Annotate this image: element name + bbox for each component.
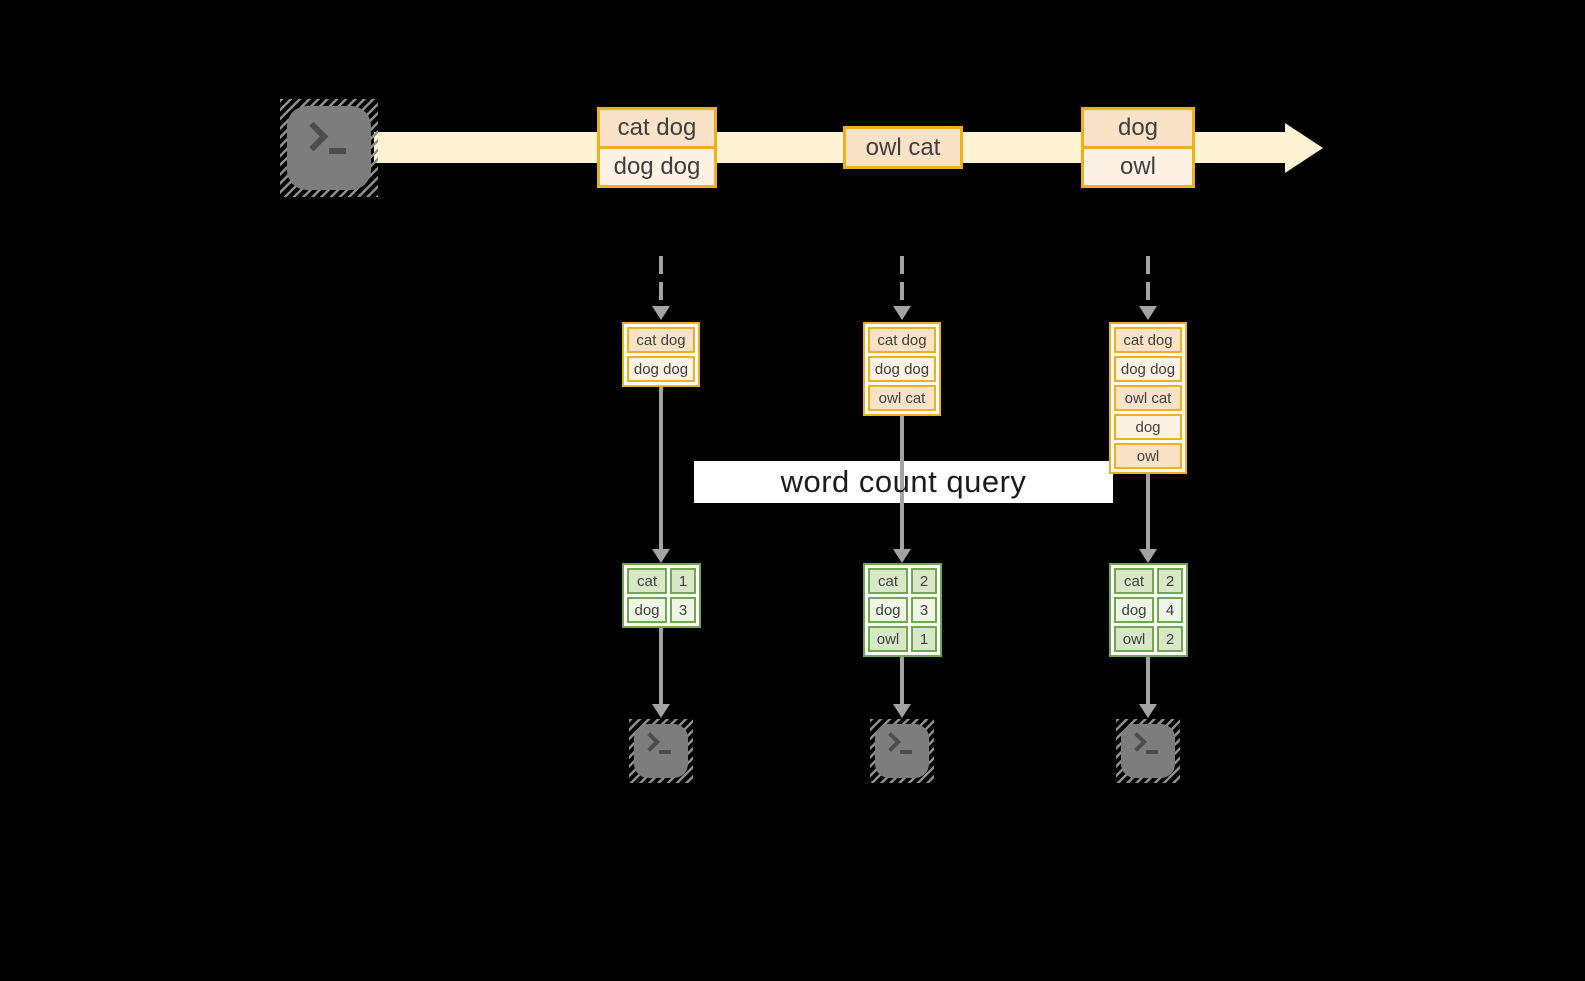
prompt-cursor-icon	[329, 148, 346, 154]
dashed-arrow	[652, 256, 670, 320]
word-cell: cat	[868, 568, 908, 594]
flow-arrow	[652, 387, 670, 563]
count-cell: 4	[1157, 597, 1183, 623]
prompt-chevron-icon	[640, 732, 660, 752]
flow-arrow	[1139, 657, 1157, 718]
count-table: cat 2 dog 3 owl 1	[863, 563, 942, 657]
count-cell: 2	[911, 568, 937, 594]
record-row: owl cat	[846, 129, 960, 166]
count-table: cat 1 dog 3	[622, 563, 701, 628]
flow-arrow	[893, 416, 911, 563]
count-table: cat 2 dog 4 owl 2	[1109, 563, 1188, 657]
stack-row: owl cat	[868, 385, 936, 411]
stack-row: dog	[1114, 414, 1182, 440]
table-row: owl 2	[1114, 626, 1183, 652]
stream-arrowhead-icon	[1285, 123, 1323, 173]
prompt-chevron-icon	[881, 732, 901, 752]
table-row: cat 2	[1114, 568, 1183, 594]
flow-arrow	[652, 628, 670, 718]
terminal-sink-icon	[870, 719, 934, 783]
stack-row: dog dog	[868, 356, 936, 382]
count-cell: 2	[1157, 568, 1183, 594]
terminal-body	[875, 724, 929, 778]
arrowhead-icon	[652, 549, 670, 563]
terminal-body	[1121, 724, 1175, 778]
stack-row: cat dog	[627, 327, 695, 353]
terminal-source-icon	[280, 99, 378, 197]
flow-arrow	[893, 657, 911, 718]
prompt-chevron-icon	[298, 121, 329, 152]
dashed-arrow	[1139, 256, 1157, 320]
table-row: dog 4	[1114, 597, 1183, 623]
terminal-sink-icon	[629, 719, 693, 783]
prompt-cursor-icon	[1146, 750, 1158, 754]
arrowhead-icon	[652, 306, 670, 320]
count-cell: 2	[1157, 626, 1183, 652]
count-cell: 3	[911, 597, 937, 623]
arrowhead-icon	[1139, 306, 1157, 320]
terminal-sink-icon	[1116, 719, 1180, 783]
word-cell: owl	[868, 626, 908, 652]
arrowhead-icon	[652, 704, 670, 718]
stack-row: owl cat	[1114, 385, 1182, 411]
stream-record: dog owl	[1081, 107, 1195, 188]
flow-arrow	[1139, 474, 1157, 563]
word-cell: cat	[1114, 568, 1154, 594]
record-row: dog	[1084, 110, 1192, 146]
table-row: cat 1	[627, 568, 696, 594]
arrowhead-icon	[893, 549, 911, 563]
count-cell: 1	[670, 568, 696, 594]
arrowhead-icon	[893, 704, 911, 718]
arrowhead-icon	[1139, 704, 1157, 718]
stack-row: cat dog	[1114, 327, 1182, 353]
stack-row: cat dog	[868, 327, 936, 353]
word-cell: dog	[1114, 597, 1154, 623]
stream-record: owl cat	[843, 126, 963, 169]
arrowhead-icon	[893, 306, 911, 320]
count-cell: 1	[911, 626, 937, 652]
word-cell: dog	[868, 597, 908, 623]
prompt-cursor-icon	[659, 750, 671, 754]
arrowhead-icon	[1139, 549, 1157, 563]
table-row: cat 2	[868, 568, 937, 594]
buffer-stack: cat dog dog dog owl cat dog owl	[1109, 322, 1187, 474]
dashed-arrow	[893, 256, 911, 320]
prompt-chevron-icon	[1127, 732, 1147, 752]
record-row: owl	[1084, 146, 1192, 185]
table-row: dog 3	[868, 597, 937, 623]
terminal-body	[634, 724, 688, 778]
stack-row: dog dog	[1114, 356, 1182, 382]
count-cell: 3	[670, 597, 696, 623]
stack-row: dog dog	[627, 356, 695, 382]
buffer-stack: cat dog dog dog owl cat	[863, 322, 941, 416]
record-row: dog dog	[600, 146, 714, 185]
word-cell: cat	[627, 568, 667, 594]
stack-row: owl	[1114, 443, 1182, 469]
stream-record: cat dog dog dog	[597, 107, 717, 188]
prompt-cursor-icon	[900, 750, 912, 754]
word-cell: dog	[627, 597, 667, 623]
table-row: dog 3	[627, 597, 696, 623]
terminal-body	[287, 106, 371, 190]
word-cell: owl	[1114, 626, 1154, 652]
query-banner-label: word count query	[780, 464, 1027, 499]
buffer-stack: cat dog dog dog	[622, 322, 700, 387]
table-row: owl 1	[868, 626, 937, 652]
record-row: cat dog	[600, 110, 714, 146]
